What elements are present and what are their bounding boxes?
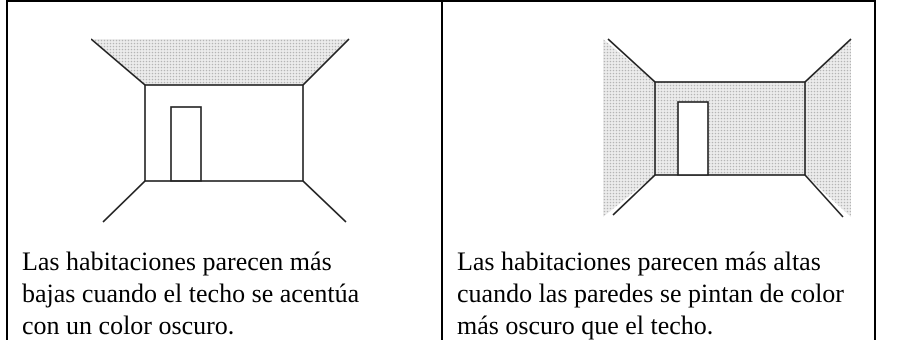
left-wall-shade [603,39,655,217]
room-dark-walls-illustration [603,38,852,218]
door [170,106,202,182]
back-wall [654,81,806,176]
right-wall-shade [805,39,851,217]
door [677,101,709,176]
panel-dark-ceiling: Las habitaciones parecen más bajas cuand… [8,2,443,340]
panel-dark-walls: Las habitaciones parecen más altas cuand… [443,2,874,340]
ceiling-shade [91,39,349,85]
room-dark-ceiling-illustration [91,38,350,223]
caption-dark-ceiling: Las habitaciones parecen más bajas cuand… [22,247,360,340]
back-wall [144,84,304,182]
caption-dark-walls: Las habitaciones parecen más altas cuand… [457,247,844,340]
comparison-table: Las habitaciones parecen más bajas cuand… [6,0,876,340]
